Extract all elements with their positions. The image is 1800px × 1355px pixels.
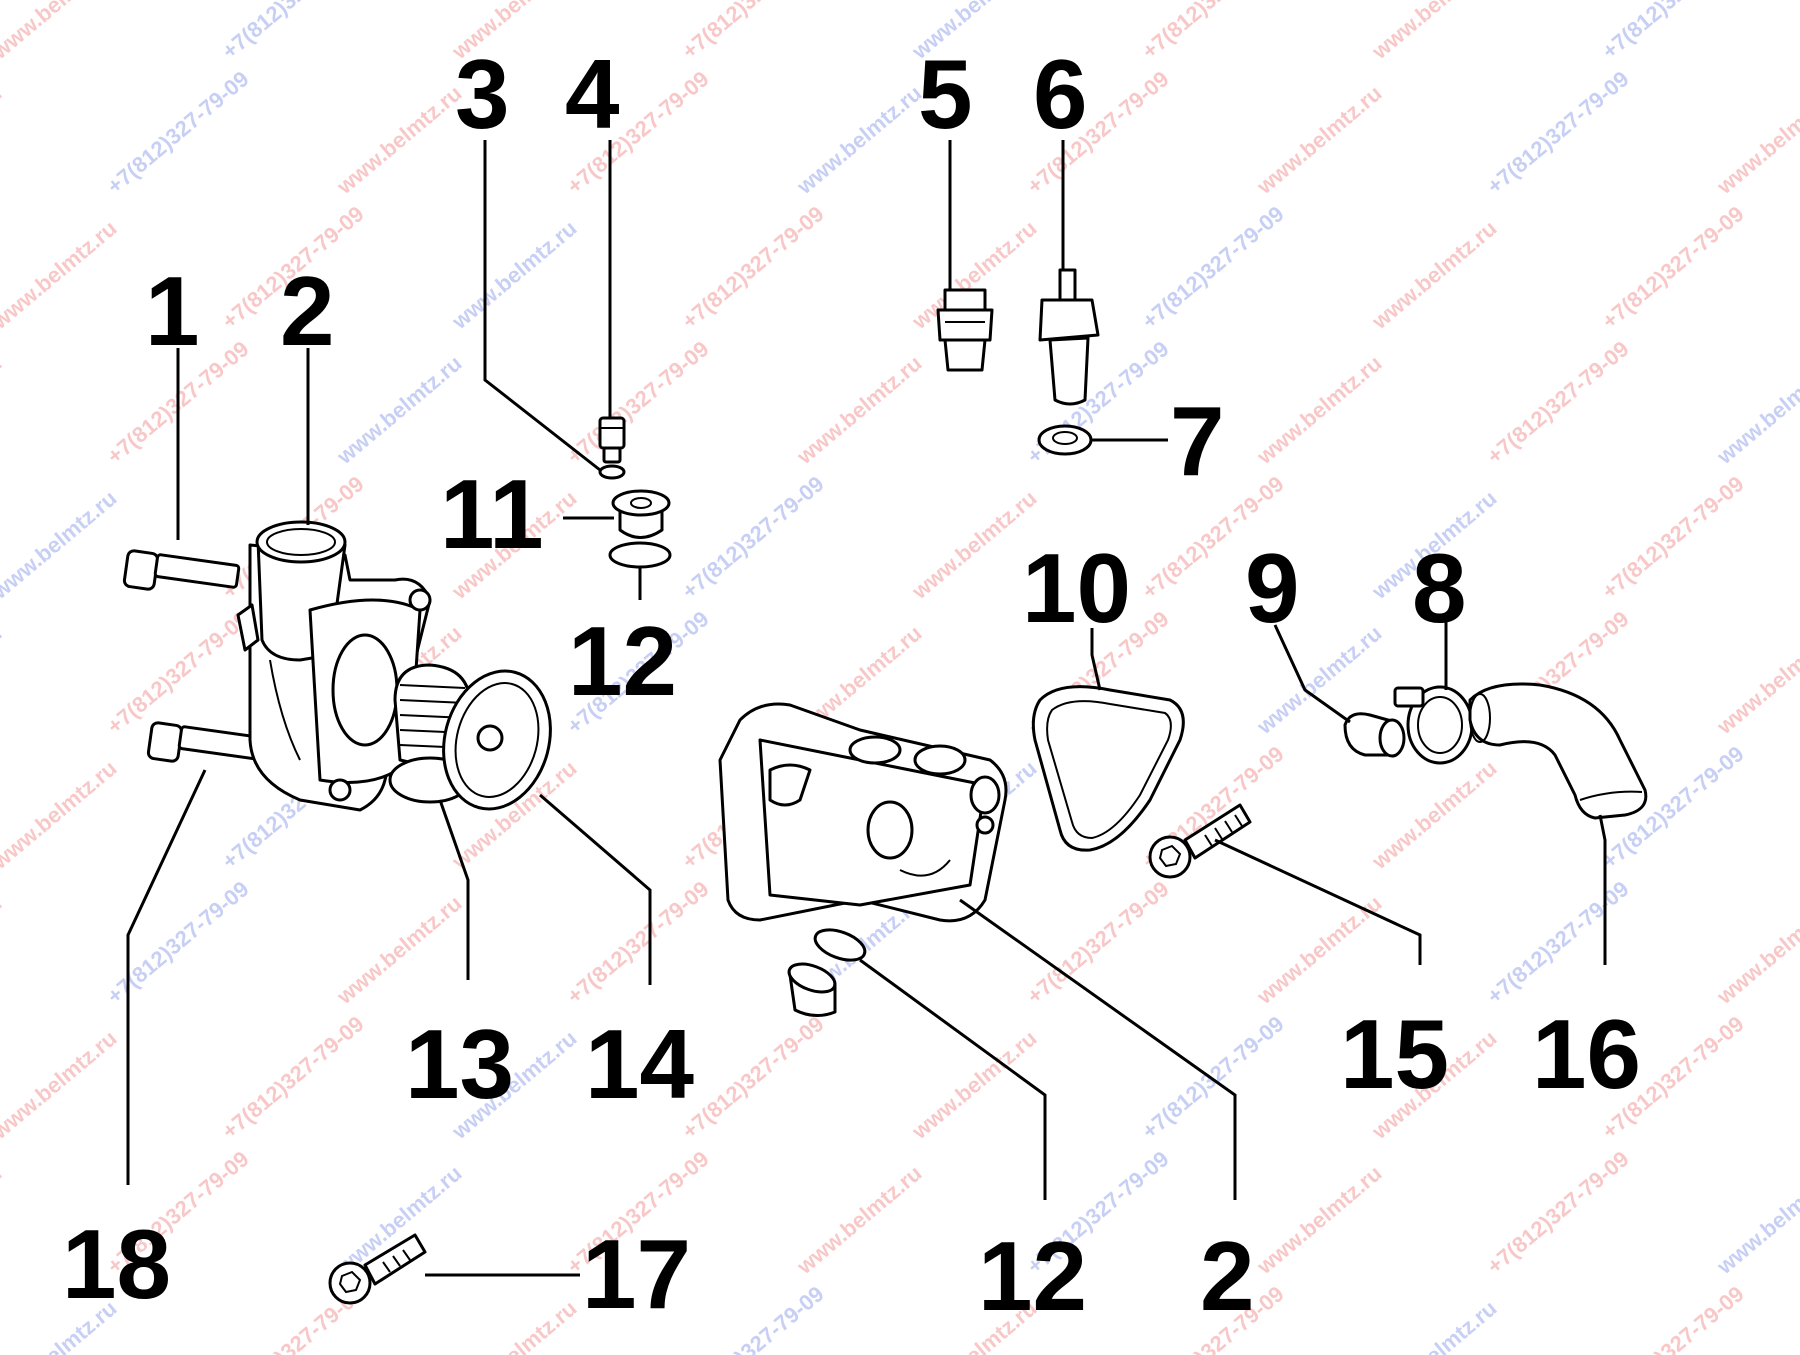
watermark-text: www.belmtz.ru (0, 890, 7, 1009)
watermark-text: +7(812)327-79-09 (677, 1281, 828, 1355)
watermark-text: www.belmtz.ru (0, 485, 122, 604)
housing-part-2-right (718, 702, 1008, 923)
watermark-text: +7(812)327-79-09 (1137, 0, 1288, 64)
watermark-text: www.belmtz.ru (1251, 80, 1386, 199)
watermark-text: www.belmtz.ru (1366, 0, 1501, 64)
bleed-screw-part-4 (598, 416, 626, 464)
hose-clamp-part-8 (1393, 685, 1474, 765)
watermark-text: www.belmtz.ru (791, 80, 926, 199)
seal-ring-part-14 (442, 669, 552, 811)
thermostat-housing-left (236, 520, 432, 812)
hose-connector-part-9 (1343, 712, 1406, 758)
watermark-text: www.belmtz.ru (1251, 890, 1386, 1009)
washer-part-7 (1037, 424, 1093, 456)
bolt-part-17 (328, 1233, 427, 1305)
watermark-text: www.belmtz.ru (1711, 80, 1800, 199)
watermark-text: www.belmtz.ru (1711, 890, 1800, 1009)
leader-lines (126, 140, 1607, 1277)
watermark-text: +7(812)327-79-09 (1482, 1146, 1633, 1279)
callout-9: 9 (1245, 533, 1300, 643)
callout-5: 5 (918, 39, 973, 149)
o-ring-part-12-upper (608, 541, 672, 569)
watermark-text: +7(812)327-79-09 (1597, 1281, 1748, 1355)
watermark-text: www.belmtz.ru (0, 755, 122, 874)
watermark-text: www.belmtz.ru (331, 890, 466, 1009)
watermark-text: +7(812)327-79-09 (1137, 1011, 1288, 1144)
watermark-text: www.belmtz.ru (446, 215, 581, 334)
bolt-part-18 (146, 721, 265, 763)
callout-18: 18 (62, 1209, 171, 1319)
callout-11: 11 (440, 459, 544, 569)
o-ring-part-12-lower (787, 928, 867, 1017)
callout-8: 8 (1412, 533, 1467, 643)
watermark-text: www.belmtz.ru (331, 80, 466, 199)
sensor-part-5 (936, 288, 994, 372)
callout-2-right: 2 (1200, 1221, 1255, 1331)
callout-3: 3 (455, 39, 510, 149)
watermark-text: www.belmtz.ru (1366, 755, 1501, 874)
watermark-text: +7(812)327-79-09 (1597, 201, 1748, 334)
watermark-text: +7(812)327-79-09 (677, 201, 828, 334)
watermark-text: www.belmtz.ru (1711, 350, 1800, 469)
bolt-part-15 (1148, 803, 1252, 879)
watermark-text: www.belmtz.ru (0, 0, 122, 64)
plug-part-11 (611, 489, 671, 539)
watermark-text: +7(812)327-79-09 (677, 471, 828, 604)
watermark-text: +7(812)327-79-09 (1482, 66, 1633, 199)
callout-15: 15 (1340, 999, 1449, 1109)
watermark-text: www.belmtz.ru (331, 350, 466, 469)
watermark-text: www.belmtz.ru (0, 1160, 7, 1279)
callout-14: 14 (585, 1009, 694, 1119)
watermark-text: www.belmtz.ru (791, 1160, 926, 1279)
watermark-text: www.belmtz.ru (1251, 350, 1386, 469)
watermark-text: www.belmtz.ru (0, 350, 7, 469)
watermark-text: +7(812)327-79-09 (217, 0, 368, 64)
watermark-text: +7(812)327-79-09 (562, 336, 713, 469)
watermark-text: www.belmtz.ru (0, 620, 7, 739)
watermark-text: +7(812)327-79-09 (102, 66, 253, 199)
callout-12-lower: 12 (978, 1221, 1087, 1331)
watermark-text: www.belmtz.ru (0, 80, 7, 199)
watermark-text: +7(812)327-79-09 (562, 876, 713, 1009)
callout-6: 6 (1033, 39, 1088, 149)
watermark-text: +7(812)327-79-09 (217, 1011, 368, 1144)
watermark-text: www.belmtz.ru (1251, 1160, 1386, 1279)
watermark-text: www.belmtz.ru (1366, 215, 1501, 334)
bolt-part-1 (122, 549, 241, 591)
watermark-text: +7(812)327-79-09 (677, 1011, 828, 1144)
watermark-text: +7(812)327-79-09 (1482, 876, 1633, 1009)
hose-part-16 (1468, 682, 1648, 820)
callout-1: 1 (145, 256, 200, 366)
callout-4: 4 (565, 39, 620, 149)
callout-numbers: 1 2 3 4 5 6 7 11 12 10 9 8 13 14 15 16 1… (62, 39, 1641, 1331)
washer-part-3 (598, 464, 626, 480)
sensor-part-6 (1038, 268, 1100, 406)
watermark-text: www.belmtz.ru (0, 215, 122, 334)
watermark-text: +7(812)327-79-09 (1482, 336, 1633, 469)
callout-2: 2 (280, 256, 335, 366)
watermark-text: +7(812)327-79-09 (1022, 876, 1173, 1009)
watermark-text: +7(812)327-79-09 (677, 0, 828, 64)
callout-16: 16 (1532, 999, 1641, 1109)
callout-13: 13 (405, 1009, 514, 1119)
watermark-text: www.belmtz.ru (1711, 1160, 1800, 1279)
watermark-text: www.belmtz.ru (1366, 1295, 1501, 1355)
callout-10: 10 (1022, 533, 1131, 643)
watermark-text: www.belmtz.ru (1711, 620, 1800, 739)
watermark-text: www.belmtz.ru (446, 1295, 581, 1355)
watermark-text: +7(812)327-79-09 (1597, 471, 1748, 604)
watermark-text: www.belmtz.ru (0, 1025, 122, 1144)
watermark-text: +7(812)327-79-09 (1137, 201, 1288, 334)
watermark-text: +7(812)327-79-09 (1597, 0, 1748, 64)
gasket-part-10 (1031, 685, 1185, 852)
callout-17: 17 (582, 1219, 691, 1329)
watermark-text: +7(812)327-79-09 (102, 876, 253, 1009)
watermark-text: +7(812)327-79-09 (102, 606, 253, 739)
callout-7: 7 (1170, 386, 1225, 496)
callout-12-upper: 12 (568, 606, 677, 716)
watermark-text: www.belmtz.ru (791, 350, 926, 469)
